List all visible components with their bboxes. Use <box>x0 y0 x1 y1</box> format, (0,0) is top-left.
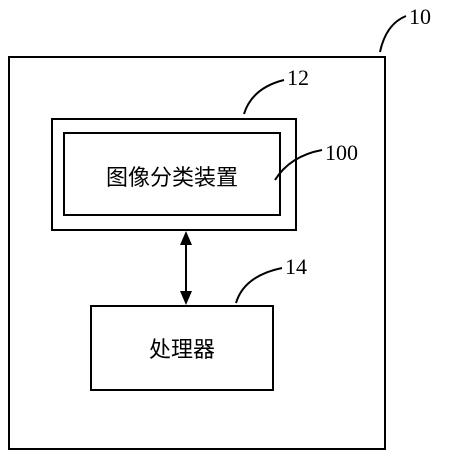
storage-box <box>51 118 297 231</box>
processor-leader-line <box>235 267 283 304</box>
arrow-head-up <box>180 231 192 245</box>
processor-ref-label: 14 <box>285 254 307 279</box>
device-box <box>8 56 386 450</box>
image-classifier-ref-label: 100 <box>325 140 358 165</box>
processor-label: 处理器 <box>149 338 215 363</box>
image-classifier-label: 图像分类装置 <box>106 166 238 191</box>
device-ref-label: 10 <box>409 4 431 29</box>
device-leader-line <box>379 15 407 53</box>
arrow-head-down <box>180 291 192 305</box>
storage-leader-line <box>243 79 285 115</box>
processor-box <box>90 305 274 391</box>
storage-ref-label: 12 <box>287 65 309 90</box>
image-classifier-leader-line <box>274 149 323 181</box>
